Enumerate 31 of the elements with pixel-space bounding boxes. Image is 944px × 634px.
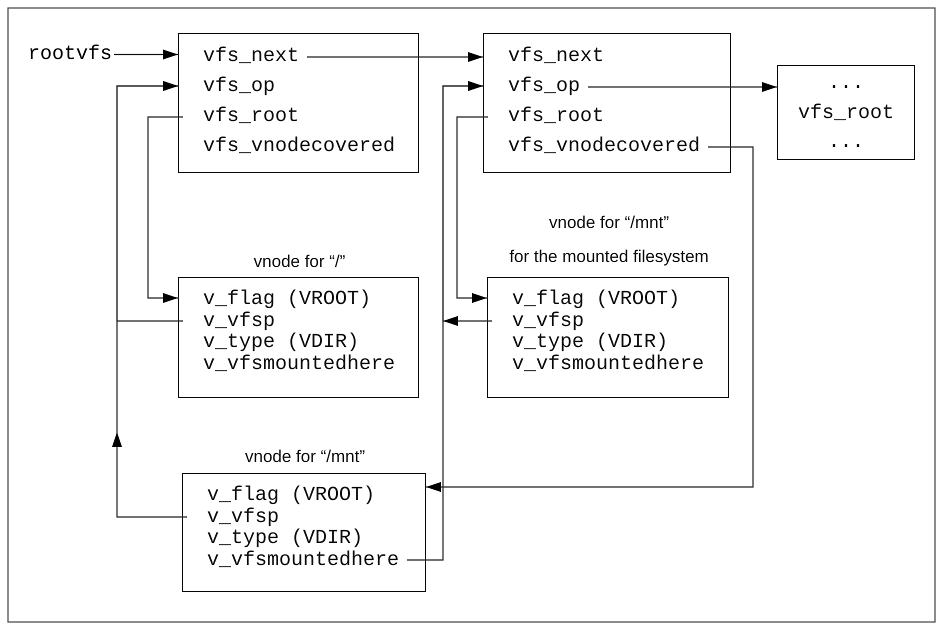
field-label: vfs_vnodecovered (488, 135, 706, 159)
field-label: vfs_next (183, 45, 306, 69)
pointer-label: rootvfs (28, 43, 112, 66)
field-label: vfs_op (488, 75, 586, 99)
field-label: v_vfsmountedhere (183, 354, 402, 374)
field-label: v_type (VDIR) (492, 332, 674, 353)
field-label: vfs_op (183, 75, 282, 99)
field-label: vfs_root (183, 105, 306, 129)
field-label: v_vfsp (492, 310, 590, 332)
field-label: vfs_root (488, 105, 610, 129)
field-label: v_type (VDIR) (183, 332, 366, 353)
vfs-struct-box (178, 33, 419, 173)
vfs-struct-box (483, 33, 731, 173)
struct-heading: vnode for “/” (254, 252, 346, 272)
field-label: v_vfsp (187, 506, 286, 528)
field-label: ... (826, 72, 865, 95)
field-label: v_vfsp (183, 310, 282, 332)
field-label: v_vfsmountedhere (187, 550, 406, 570)
field-label: ... (826, 131, 865, 154)
field-label: v_vfsmountedhere (492, 354, 710, 374)
field-label: v_flag (VROOT) (492, 289, 686, 310)
struct-heading: vnode for “/mnt” (245, 447, 365, 467)
struct-heading: vnode for “/mnt” (549, 213, 669, 233)
struct-heading: for the mounted filesystem (509, 247, 709, 267)
field-label: vfs_root (796, 102, 895, 124)
field-label: vfs_next (488, 45, 610, 69)
field-label: v_flag (VROOT) (183, 289, 378, 310)
struct-box (777, 65, 915, 160)
field-label: vfs_vnodecovered (183, 135, 402, 159)
field-label: v_flag (VROOT) (187, 485, 382, 506)
field-label: v_type (VDIR) (187, 528, 370, 549)
